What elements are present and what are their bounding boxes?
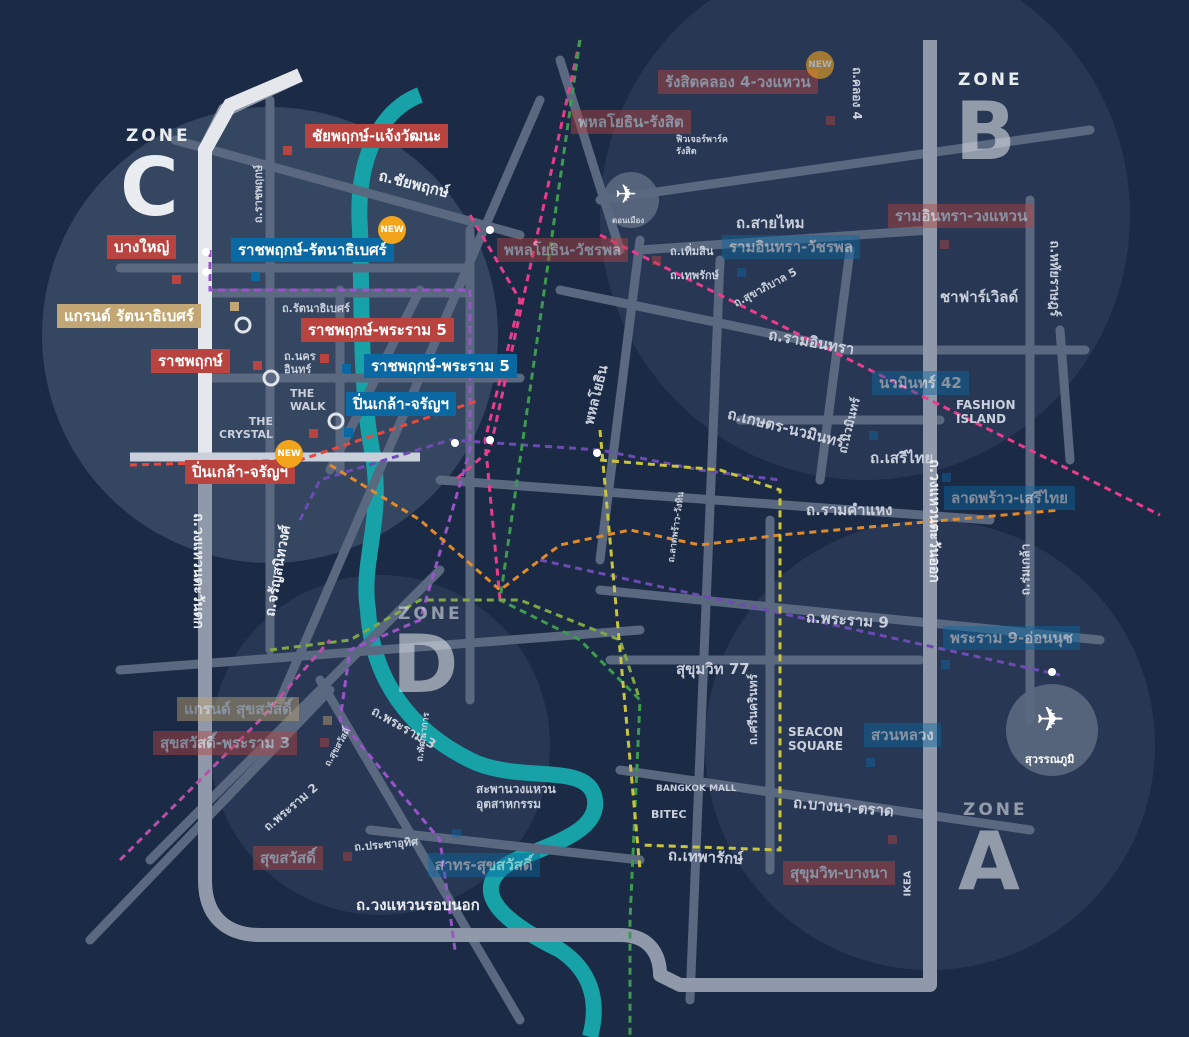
project-bangyai[interactable]: บางใหญ่: [107, 235, 177, 259]
landmark-donmuang: ดอนเมือง: [612, 216, 645, 225]
project-rajapruek-rama5-red[interactable]: ราชพฤกษ์-พระราม 5: [301, 318, 454, 342]
landmark-fashion-island: FASHION ISLAND: [956, 398, 1016, 426]
landmark-future-park: ฟิวเจอร์พาร์ค รังสิต: [676, 135, 728, 157]
road-thepharak-south: ถ.เทพารักษ์: [667, 846, 744, 868]
zone-a-letter: A: [958, 815, 1020, 908]
project-marker: [737, 268, 746, 277]
project-nawamin42[interactable]: นวมินทร์ 42: [872, 371, 969, 395]
project-marker: [652, 256, 661, 265]
zone-b-letter: B: [955, 85, 1016, 178]
road-outer-ring-east: ถ.วงแหวนตะวันออก: [925, 459, 942, 583]
project-suanluang[interactable]: สวนหลวง: [864, 723, 941, 747]
road-nakhon-in: ถ.นคร อินทร์: [284, 350, 316, 376]
project-suksawat-rama3[interactable]: สุขสวัสดิ์-พระราม 3: [153, 731, 298, 755]
project-marker: [172, 275, 181, 284]
project-rama9-onnut[interactable]: พระราม 9-อ่อนนุช: [943, 626, 1080, 650]
project-marker: [452, 829, 461, 838]
zone-b-word: ZONE: [958, 70, 1023, 90]
project-pinklao-jaran-blue[interactable]: ปิ่นเกล้า-จรัญฯ: [346, 392, 456, 416]
project-marker: [251, 272, 260, 281]
project-grand-suksawat[interactable]: แกรนด์ สุขสวัสดิ์: [177, 697, 299, 721]
bridge-label: สะพานวงแหวน อุตสาหกรรม: [476, 782, 556, 811]
road-junctions: [234, 316, 345, 430]
suvarnabhumi-airport-circle: [1006, 684, 1098, 776]
project-rangsit-klong4[interactable]: รังสิตคลอง 4-วงแหวน: [658, 70, 818, 94]
landmark-the-crystal: THE CRYSTAL: [219, 415, 274, 441]
project-sathorn-suksawat[interactable]: สาทร-สุขสวัสดิ์: [428, 853, 540, 877]
outer-ring-road: [198, 40, 937, 992]
road-saimai: ถ.สายไหม: [736, 214, 805, 232]
zone-a-word: ZONE: [963, 800, 1028, 820]
landmark-the-walk: THE WALK: [290, 387, 326, 413]
zone-c-letter: C: [120, 141, 179, 234]
project-marker: [826, 116, 835, 125]
new-badge: NEW: [378, 216, 406, 244]
project-marker: [253, 361, 262, 370]
project-marker: [309, 429, 318, 438]
road-khlong4: ถ.คลอง 4: [849, 67, 864, 120]
landmark-suvarnabhumi: สุวรรณภูมิ: [1025, 753, 1075, 766]
project-rajapruek-rama5-blue[interactable]: ราชพฤกษ์-พระราม 5: [364, 354, 517, 378]
road-sinakharin: ถ.ศรีนครินทร์: [746, 673, 761, 746]
airplane-icon: ✈: [1036, 700, 1065, 740]
project-marker: [283, 146, 292, 155]
project-marker: [869, 431, 878, 440]
zone-b-circle: [600, 0, 1130, 480]
zone-d-word: ZONE: [398, 604, 463, 624]
project-ramintra-wongwaen[interactable]: รามอินทรา-วงแหวน: [888, 204, 1035, 228]
project-marker: [320, 738, 329, 747]
project-marker: [941, 660, 950, 669]
project-ramintra-watcharapol[interactable]: รามอินทรา-วัชรพล: [722, 235, 860, 259]
project-marker: [866, 758, 875, 767]
new-badge: NEW: [275, 440, 303, 468]
road-serithai: ถ.เสรีไทย: [870, 449, 934, 467]
project-chaiyaphruek-chaengwattana[interactable]: ชัยพฤกษ์-แจ้งวัฒนะ: [305, 124, 449, 148]
road-outer-ring: ถ.วงแหวนรอบนอก: [356, 896, 480, 914]
landmark-chapuk-world: ชาฟาร์เวิลด์: [940, 288, 1019, 306]
road-tiensin: ถ.เทิ่มสิน: [670, 245, 714, 258]
chao-phraya-river: [351, 87, 604, 1037]
road-outer-ring-west: ถ.วงแหวนตะวันตก: [189, 513, 206, 629]
project-ladprao-serithai[interactable]: ลาดพร้าว-เสรีไทย: [944, 486, 1075, 510]
landmark-ikea: IKEA: [902, 870, 914, 897]
station-markers: [202, 226, 1056, 676]
airplane-icon: ✈: [615, 180, 637, 210]
donmuang-airport-circle: [603, 172, 659, 228]
road-romklao: ถ.ร่มเกล้า: [1018, 543, 1033, 596]
project-phaholyothin-rangsit[interactable]: พหลโยธิน-รังสิต: [571, 110, 691, 134]
landmark-seacon-square: SEACON SQUARE: [788, 725, 844, 753]
road-thepharak-north: ถ.เทพรักษ์: [670, 269, 719, 282]
road-sukhumvit77: สุขุมวิท 77: [676, 660, 750, 678]
project-sukhumvit-bangna[interactable]: สุขุมวิท-บางนา: [783, 861, 895, 885]
project-marker: [320, 354, 329, 363]
project-rajapruek[interactable]: ราชพฤกษ์: [151, 349, 230, 373]
project-phaholyothin-watcharapol[interactable]: พหลโยธิน-วัชรพล: [497, 238, 629, 262]
project-marker: [888, 835, 897, 844]
road-hathai-rat: ถ.หทัยราษฎร์: [1046, 240, 1062, 317]
zone-d-letter: D: [392, 618, 459, 711]
project-rajapruek-rattanathibet[interactable]: ราชพฤกษ์-รัตนาธิเบศร์: [231, 238, 394, 262]
project-marker: [342, 364, 351, 373]
road-rajapruek: ถ.ราชพฤกษ์: [252, 164, 266, 224]
outer-ring-road-zone-c: [198, 68, 303, 480]
road-ramkhamhaeng: ถ.รามคำแหง: [806, 501, 893, 519]
rail-lines: [118, 39, 1161, 1037]
project-marker: [344, 428, 353, 437]
landmark-bangkok-mall: BANGKOK MALL: [656, 784, 737, 794]
landmark-bitec: BITEC: [651, 808, 687, 821]
road-rattanathibet: ถ.รัตนาธิเบศร์: [282, 302, 350, 315]
project-marker: [942, 473, 951, 482]
project-marker: [323, 716, 332, 725]
project-suksawat[interactable]: สุขสวัสดิ์: [253, 846, 323, 870]
project-marker: [230, 302, 239, 311]
project-pinklao-jaran-red[interactable]: ปิ่นเกล้า-จรัญฯ: [185, 460, 295, 484]
project-marker: [343, 852, 352, 861]
zone-c-word: ZONE: [126, 126, 191, 146]
project-marker: [940, 240, 949, 249]
project-grand-rattanathibet[interactable]: แกรนด์ รัตนาธิเบศร์: [57, 304, 201, 328]
new-badge: NEW: [806, 51, 834, 79]
